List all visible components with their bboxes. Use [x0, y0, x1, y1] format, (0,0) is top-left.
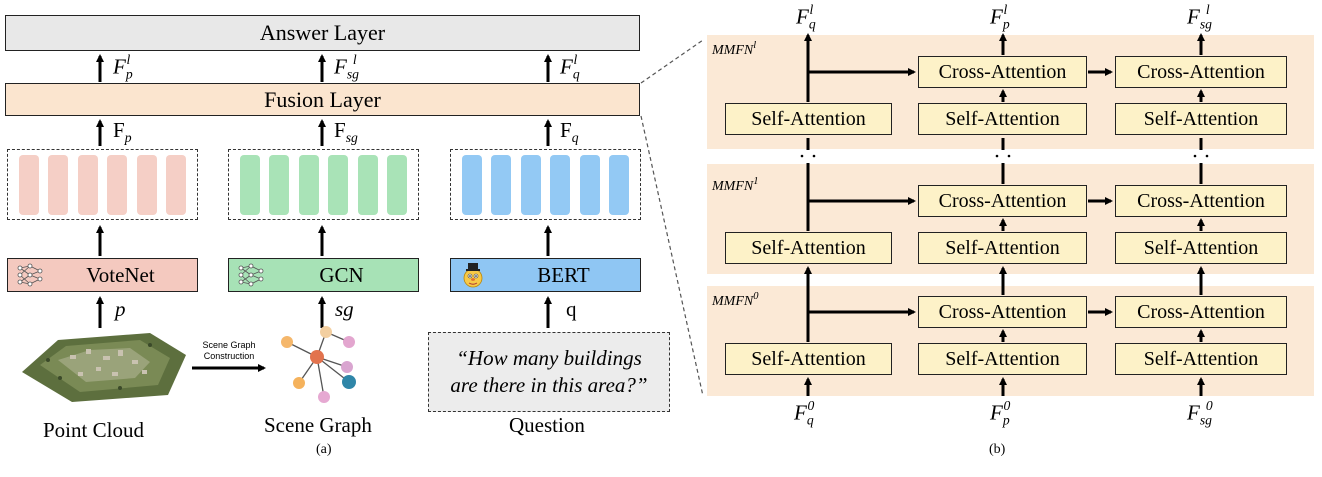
point-cloud-image [22, 333, 186, 402]
self-attention-box: Self-Attention [918, 103, 1087, 135]
output-label-p: Fpl [990, 2, 1010, 32]
bert-encoder: BERT [450, 258, 641, 292]
cross-attention-box: Cross-Attention [918, 296, 1087, 328]
question-line-2: are there in this area?” [450, 373, 648, 397]
self-attention-box: Self-Attention [918, 343, 1087, 375]
part-b-arrows [804, 33, 1205, 396]
zoom-connector-bottom [640, 115, 704, 397]
caption-a: (a) [316, 442, 332, 457]
ellipsis-dot [800, 154, 804, 158]
neural-network-icon [16, 261, 44, 289]
feature-label-q: Fq [560, 118, 579, 145]
question-box: “How many buildings are there in this ar… [428, 332, 670, 412]
feature-bar [77, 154, 98, 215]
input-label-q: q [566, 297, 577, 321]
cross-attention-box: Cross-Attention [918, 185, 1087, 217]
feature-bar [461, 154, 482, 215]
input-label-p: p [115, 297, 126, 321]
cross-attention-box: Cross-Attention [1115, 56, 1287, 88]
gcn-label: GCN [319, 262, 364, 287]
self-attention-box: Self-Attention [725, 103, 892, 135]
layer-ellipsis-dots [800, 154, 1209, 158]
ellipsis-dot [812, 154, 816, 158]
self-attention-box: Self-Attention [725, 343, 892, 375]
output-label-sg: Fsgl [1187, 2, 1212, 32]
fusion-output-label-q: Fql [560, 52, 580, 82]
self-attention-box: Self-Attention [1115, 343, 1287, 375]
cross-attention-box: Cross-Attention [1115, 296, 1287, 328]
input-label-fp0: Fp0 [990, 398, 1011, 428]
scenegraph-feature-map [228, 149, 419, 220]
feature-bar [520, 154, 541, 215]
feature-bar [579, 154, 600, 215]
answer-layer-label: Answer Layer [259, 20, 386, 45]
question-feature-map [450, 149, 641, 220]
feature-label-p: Fp [113, 118, 132, 145]
votenet-label: VoteNet [86, 262, 155, 287]
feature-label-sg: Fsg [334, 118, 358, 145]
feature-bar [298, 154, 319, 215]
mmfn-layer-l-title: MMFNl [712, 40, 757, 58]
pointcloud-feature-map [7, 149, 198, 220]
zoom-connector-top [640, 39, 704, 84]
fusion-output-label-sg: Fsgl [334, 52, 359, 82]
question-label: Question [509, 413, 585, 437]
feature-bar [239, 154, 260, 215]
neural-network-icon [237, 261, 265, 289]
feature-bar [550, 154, 571, 215]
feature-bar [166, 154, 187, 215]
gcn-encoder: GCN [228, 258, 419, 292]
question-line-1: “How many buildings [456, 345, 642, 370]
mmfn-layer-1-title: MMFN1 [712, 176, 759, 194]
feature-bar [491, 154, 512, 215]
feature-bar [136, 154, 157, 215]
ellipsis-dot [1007, 154, 1011, 158]
self-attention-box: Self-Attention [918, 232, 1087, 264]
scene-graph-image [281, 326, 356, 403]
feature-bar [328, 154, 349, 215]
output-label-q: Fql [796, 2, 816, 32]
fusion-output-label-p: Fpl [113, 52, 133, 82]
feature-bar [357, 154, 378, 215]
self-attention-box: Self-Attention [1115, 103, 1287, 135]
point-cloud-label: Point Cloud [43, 418, 144, 442]
fusion-layer: Fusion Layer [5, 83, 640, 116]
part-a-arrows [96, 54, 552, 372]
answer-layer: Answer Layer [5, 15, 640, 51]
fusion-layer-label: Fusion Layer [264, 86, 381, 112]
caption-b: (b) [989, 442, 1006, 457]
scene-graph-label: Scene Graph [264, 413, 372, 437]
ellipsis-dot [995, 154, 999, 158]
feature-bar [107, 154, 128, 215]
ellipsis-dot [1193, 154, 1197, 158]
votenet-encoder: VoteNet [7, 258, 198, 292]
feature-bar [609, 154, 630, 215]
input-label-fsg0: Fsg0 [1187, 398, 1213, 428]
self-attention-box: Self-Attention [1115, 232, 1287, 264]
bert-label: BERT [537, 262, 590, 287]
feature-bar [48, 154, 69, 215]
input-label-fq0: Fq0 [794, 398, 815, 428]
mmfn-layer-0-title: MMFN0 [712, 291, 759, 309]
bert-character-icon [459, 261, 487, 289]
ellipsis-dot [1205, 154, 1209, 158]
cross-attention-box: Cross-Attention [1115, 185, 1287, 217]
cross-attention-box: Cross-Attention [918, 56, 1087, 88]
feature-bar [18, 154, 39, 215]
feature-bar [269, 154, 290, 215]
input-label-sg: sg [335, 297, 354, 321]
self-attention-box: Self-Attention [725, 232, 892, 264]
scene-graph-construction-label: Scene Graph Construction [202, 340, 256, 362]
feature-bar [387, 154, 408, 215]
